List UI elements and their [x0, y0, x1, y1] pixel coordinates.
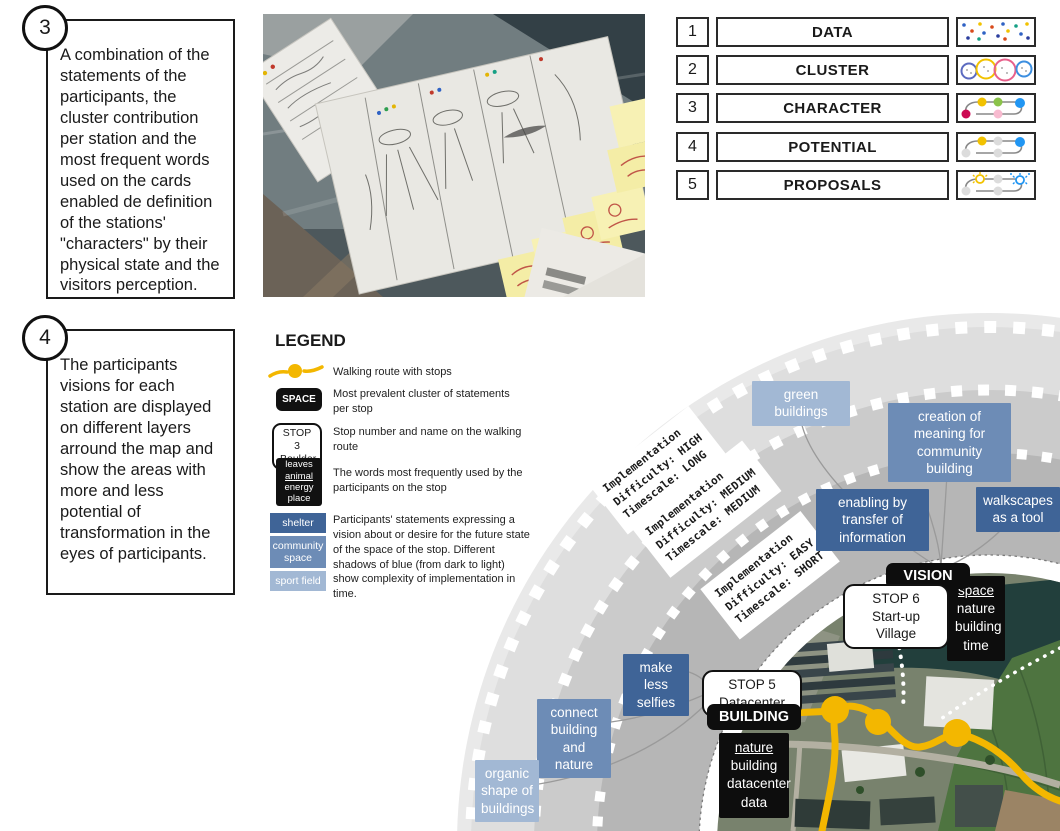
building-cluster-chip: BUILDING: [707, 704, 801, 730]
frequent-word: place: [287, 493, 311, 505]
step-label-character: CHARACTER: [716, 93, 949, 123]
vision-word: nature: [956, 601, 996, 617]
workshop-photo: [263, 14, 645, 297]
step-row-proposals: 5 PROPOSALS: [676, 170, 1036, 200]
vision-box-green-buildings: green buildings: [752, 381, 850, 426]
building-word: nature: [734, 740, 774, 755]
stop6-name: Start-up Village: [871, 608, 921, 642]
note3-number-circle: 3: [22, 5, 68, 51]
scatter-dots-icon: [956, 17, 1036, 47]
building-word: data: [740, 794, 768, 810]
vision-word: building: [955, 619, 1002, 635]
vision-box-walkscapes: walkscapes as a tool: [976, 487, 1060, 532]
frequent-word: leaves: [285, 459, 313, 471]
step-number: 4: [676, 132, 709, 162]
frequent-word: energy: [284, 482, 314, 493]
step-label-cluster: CLUSTER: [716, 55, 949, 85]
step-label-potential: POTENTIAL: [716, 132, 949, 162]
note4-text: The participants visions for each statio…: [60, 356, 214, 563]
step-number: 1: [676, 17, 709, 47]
step-label-proposals: PROPOSALS: [716, 170, 949, 200]
building-word: datacenter: [727, 776, 791, 792]
legend-route-desc: Walking route with stops: [333, 366, 452, 378]
legend-title: LEGEND: [275, 331, 346, 350]
building-word-stack: nature building datacenter data: [719, 733, 791, 818]
step-row-data: 1 DATA: [676, 17, 1036, 47]
stop6-box: STOP 6 Start-up Village: [843, 584, 949, 649]
stop-chip-line1: STOP 3: [282, 427, 312, 453]
vision-word-stack: space nature building time: [947, 576, 1005, 661]
frequent-words-chip: leaves animal energy place: [276, 458, 322, 506]
legend-stop-desc: Stop number and name on the walking rout…: [333, 426, 522, 453]
cluster-circles-icon: [956, 55, 1036, 85]
legend-words-desc: The words most frequently used by the pa…: [333, 467, 523, 494]
note4-text-box: The participants visions for each statio…: [46, 329, 235, 595]
note3-text: A combination of the statements of the p…: [60, 46, 220, 295]
route-stop-dot: [943, 719, 971, 747]
note3-number: 3: [39, 16, 51, 39]
walking-route: [786, 696, 1060, 831]
step-label-data: DATA: [716, 17, 949, 47]
note3-text-box: A combination of the statements of the p…: [46, 19, 235, 299]
vision-box-organic-shape: organic shape of buildings: [475, 760, 539, 822]
legend-vision-desc: Participants' statements expressing a vi…: [333, 514, 530, 601]
route-stop-dot: [821, 696, 849, 724]
blue-chips-stack: shelter community space sport field: [270, 513, 326, 594]
potential-route-icon: [956, 132, 1036, 162]
stop5-number: STOP 5: [728, 677, 776, 692]
frequent-word: animal: [285, 470, 313, 482]
note4-number: 4: [39, 326, 51, 349]
stop6-number: STOP 6: [872, 591, 920, 606]
vision-chip-medium: community space: [270, 536, 326, 569]
proposals-route-icon: [956, 170, 1036, 200]
note4-number-circle: 4: [22, 315, 68, 361]
vision-word: time: [963, 637, 989, 653]
step-row-character: 3 CHARACTER: [676, 93, 1036, 123]
step-row-cluster: 2 CLUSTER: [676, 55, 1036, 85]
legend-space-desc: Most prevalent cluster of statements per…: [333, 388, 510, 415]
route-stop-dot: [865, 709, 891, 735]
step-row-potential: 4 POTENTIAL: [676, 132, 1036, 162]
building-word: building: [730, 758, 778, 774]
vision-chip-light: sport field: [270, 571, 326, 592]
walking-route-icon: [268, 364, 324, 378]
step-number: 5: [676, 170, 709, 200]
character-route-icon: [956, 93, 1036, 123]
vision-box-creation-of-meaning: creation of meaning for community buildi…: [888, 403, 1011, 483]
space-cluster-chip: SPACE: [276, 388, 322, 411]
vision-box-enabling-transfer: enabling by transfer of information: [816, 489, 929, 551]
vision-box-make-less-selfies: make less selfies: [623, 654, 689, 716]
vision-box-connect-building: connect building and nature: [537, 699, 611, 779]
step-number: 2: [676, 55, 709, 85]
step-number: 3: [676, 93, 709, 123]
vision-dash: –: [936, 590, 945, 607]
vision-chip-dark: shelter: [270, 513, 326, 534]
